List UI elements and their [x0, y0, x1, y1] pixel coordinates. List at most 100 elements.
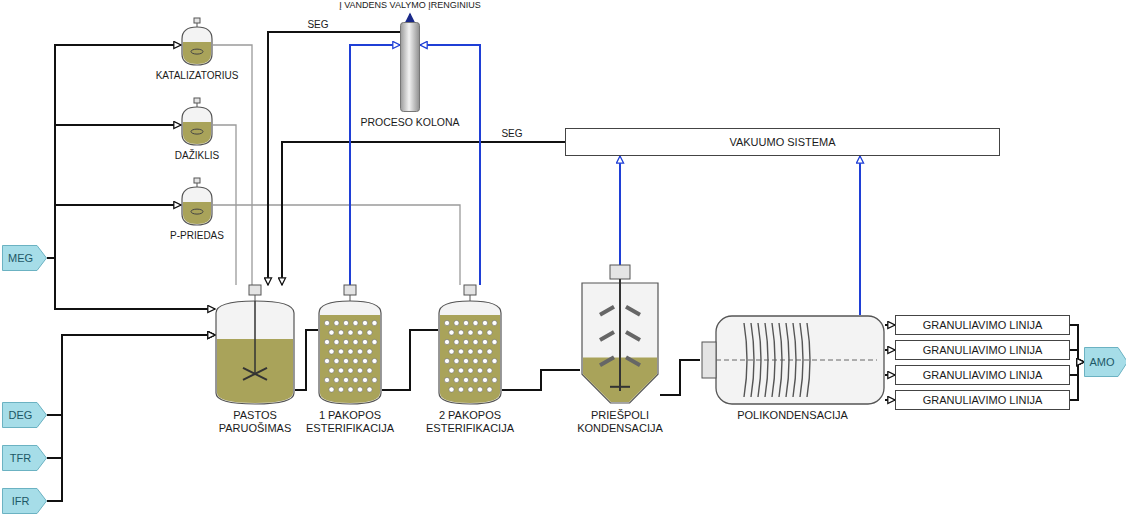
vessel-body	[182, 187, 212, 225]
stream-name: DEG	[9, 409, 33, 422]
flow-line	[47, 335, 215, 415]
bubble	[487, 387, 492, 392]
node-shape	[181, 18, 213, 66]
node-shape	[400, 22, 420, 112]
flow-line	[420, 45, 480, 285]
bubble	[329, 387, 334, 392]
bubble	[348, 330, 353, 335]
equipment-name: PASTOS PARUOŠIMAS	[209, 409, 301, 434]
text-holder: GRANULIAVIMO LINIJA	[895, 340, 1070, 360]
equipment-name: GRANULIAVIMO LINIJA	[923, 369, 1043, 382]
bubble	[334, 358, 339, 363]
bubble	[338, 368, 343, 373]
tag-outline	[3, 489, 47, 514]
motor	[194, 178, 200, 183]
process-box: VAKUUMO SISTEMA	[565, 128, 1000, 156]
node-shape	[318, 285, 382, 405]
text-holder: GRANULIAVIMO LINIJA	[895, 315, 1070, 335]
flow-line	[47, 125, 181, 258]
esterification-vessel: 1 PAKOPOS ESTERIFIKACIJA	[318, 285, 382, 405]
flow-line	[885, 399, 895, 401]
stream-name: AMO	[1089, 356, 1114, 369]
flow-line	[213, 205, 460, 285]
bubble	[468, 349, 473, 354]
flow-line	[47, 205, 181, 258]
bubble	[367, 387, 372, 392]
flow-line	[350, 45, 400, 285]
bubble	[468, 387, 473, 392]
tag-outline	[3, 403, 47, 428]
bubble	[454, 358, 459, 363]
bubble	[334, 320, 339, 325]
drive	[702, 342, 716, 378]
stream-tag: IFR	[2, 488, 47, 514]
node-shape	[181, 178, 213, 226]
bubble	[487, 330, 492, 335]
additive-vessel: P-PRIEDAS	[181, 178, 213, 226]
bubble	[482, 377, 487, 382]
flow-line	[619, 156, 621, 265]
bubble	[334, 339, 339, 344]
bubble	[444, 339, 449, 344]
paste-vessel: PASTOS PARUOŠIMAS	[215, 285, 295, 405]
vessel-liquid	[440, 315, 500, 403]
polycondensation-drum: POLIKONDENSACIJA	[700, 315, 885, 405]
bubble	[357, 349, 362, 354]
text-holder: GRANULIAVIMO LINIJA	[895, 365, 1070, 385]
column-shell	[401, 23, 420, 112]
bubble	[444, 358, 449, 363]
equipment-name: GRANULIAVIMO LINIJA	[923, 319, 1043, 332]
flow-line	[382, 330, 438, 390]
equipment-name: PROCESO KOLONA	[360, 116, 459, 128]
box-outline	[896, 316, 1070, 335]
bubble	[463, 377, 468, 382]
bubble	[367, 368, 372, 373]
motor	[194, 98, 200, 103]
stirrer-blade	[600, 307, 640, 315]
vessel-body	[182, 107, 212, 145]
bubble	[449, 330, 454, 335]
bubble	[362, 377, 367, 382]
process-box: GRANULIAVIMO LINIJA	[895, 315, 1070, 335]
flow-line	[660, 360, 700, 395]
bubble	[463, 358, 468, 363]
bubble	[487, 368, 492, 373]
vessel-liquid	[320, 315, 380, 403]
agitator	[191, 129, 203, 134]
additive-vessel: KATALIZATORIUS	[181, 18, 213, 66]
bubble	[468, 330, 473, 335]
bubble	[487, 349, 492, 354]
text-holder: IFR	[2, 488, 47, 514]
flow-line	[1070, 350, 1084, 362]
bubble	[492, 377, 497, 382]
bubble	[334, 377, 339, 382]
bubble	[463, 339, 468, 344]
bubble	[324, 320, 329, 325]
equipment-name: 2 PAKOPOS ESTERIFIKACIJA	[414, 409, 526, 434]
node-shape	[438, 285, 502, 405]
bubble	[463, 320, 468, 325]
box-outline	[896, 341, 1070, 360]
equipment-name: POLIKONDENSACIJA	[737, 409, 848, 422]
outlet-arrow	[409, 14, 411, 22]
tag-outline	[3, 246, 47, 271]
bubble	[458, 349, 463, 354]
stirrer-blade	[600, 357, 640, 365]
bubble	[343, 320, 348, 325]
bubble	[353, 339, 358, 344]
equipment-name: P-PRIEDAS	[170, 230, 224, 242]
destination-note: Į VANDENS VALYMO ĮRENGINIUS	[337, 1, 483, 11]
bubble	[343, 339, 348, 344]
motor	[249, 285, 261, 295]
bubble	[343, 377, 348, 382]
equipment-name: GRANULIAVIMO LINIJA	[923, 394, 1043, 407]
tag-outline	[3, 446, 47, 471]
bubble	[458, 387, 463, 392]
drum-disk	[744, 323, 747, 397]
vessel-body	[182, 27, 212, 65]
flow-line	[1070, 362, 1084, 400]
motor	[194, 18, 200, 23]
bubble	[362, 320, 367, 325]
bubble	[458, 330, 463, 335]
